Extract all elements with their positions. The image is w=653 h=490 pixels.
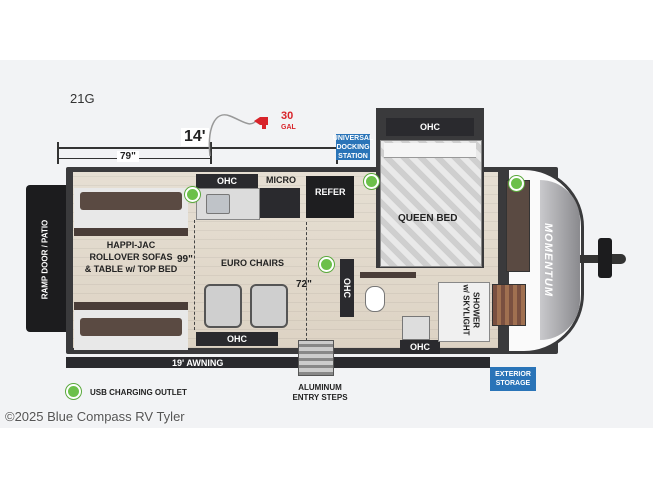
ohc-bathroom: OHC [400, 340, 440, 354]
model-name: 21G [70, 91, 95, 106]
toilet [365, 286, 385, 312]
dimension-tick-mid [210, 142, 212, 164]
front-cap-graphic [540, 180, 580, 340]
shower [438, 282, 490, 342]
fuel-unit: GAL [281, 124, 296, 131]
euro-chair-left [204, 284, 242, 328]
refer-label: REFER [315, 187, 346, 197]
stove [260, 188, 300, 218]
ohc-kitchen: OHC [196, 174, 258, 188]
euro-chair-right [250, 284, 288, 328]
kitchen-sink [206, 194, 230, 214]
usb-outlet-3 [509, 176, 524, 191]
sofa-bottom-cushion [80, 318, 182, 336]
dimension-front-label: 79" [117, 151, 139, 162]
fuel-hose [208, 114, 258, 157]
shower-label: SHOWER w/ SKYLIGHT [461, 284, 481, 336]
docking-station-callout: UNIVERSAL DOCKING STATION [332, 134, 374, 160]
dimension-overall-label: 14' [181, 128, 209, 146]
usb-outlet-2 [364, 174, 379, 189]
linen-shelves [492, 284, 526, 326]
bed-pillows [384, 143, 476, 158]
bathroom-wall [360, 272, 416, 278]
awning-label: 19' AWNING [172, 358, 224, 368]
legend-usb-icon [66, 384, 81, 399]
ohc-bedroom: OHC [386, 118, 474, 136]
dimension-line-overall [57, 147, 337, 149]
ohc-center: OHC [340, 259, 354, 317]
usb-outlet-4 [319, 257, 334, 272]
hitch-jack [598, 238, 612, 278]
exterior-storage-callout: EXTERIOR STORAGE [490, 367, 536, 391]
euro-chairs-label: EURO CHAIRS [221, 258, 285, 268]
queen-bed [380, 140, 482, 267]
front-wardrobe [506, 180, 530, 272]
hitch-coupler [612, 254, 626, 264]
brand-logo: MOMENTUM [542, 223, 554, 297]
fuel-nozzle-icon [254, 117, 268, 129]
entry-steps-label: ALUMINUM ENTRY STEPS [292, 383, 348, 402]
hitch-tongue [580, 255, 602, 263]
entry-steps [298, 340, 334, 376]
refrigerator [306, 176, 354, 218]
bathroom-sink [402, 316, 430, 340]
aisle-line [306, 222, 308, 346]
interior-width-line [194, 220, 196, 330]
interior-width-label: 99" [177, 254, 193, 265]
awning-bar [66, 357, 490, 368]
ramp-door [26, 185, 68, 332]
micro-label: MICRO [266, 175, 296, 185]
legend-usb-label: USB CHARGING OUTLET [90, 388, 187, 397]
usb-outlet-1 [185, 187, 200, 202]
fuel-capacity: 30 [281, 110, 294, 122]
sofa-label: HAPPI-JAC ROLLOVER SOFAS & TABLE w/ TOP … [84, 240, 178, 274]
ramp-door-label: RAMP DOOR / PATIO [40, 219, 50, 300]
aisle-label: 72" [296, 279, 312, 290]
watermark: ©2025 Blue Compass RV Tyler [5, 409, 185, 424]
sofa-top-cushion [80, 192, 182, 210]
ohc-chairs: OHC [196, 332, 278, 346]
ohc-center-label: OHC [342, 278, 352, 298]
queen-bed-label: QUEEN BED [398, 213, 458, 224]
dimension-tick-left [57, 142, 59, 164]
